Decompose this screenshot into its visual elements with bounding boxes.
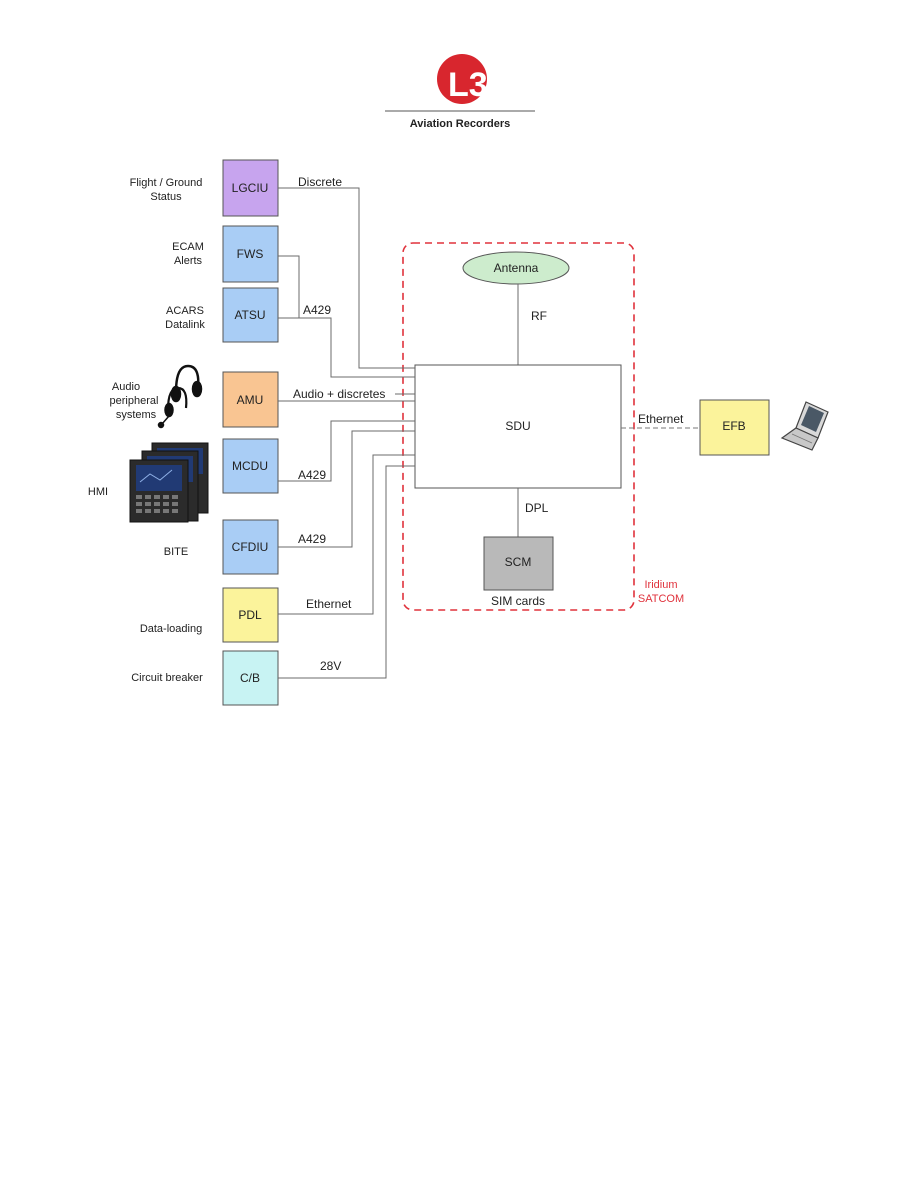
antenna-node bbox=[462, 251, 570, 285]
mcdu-display-icon bbox=[129, 442, 209, 523]
cb-label: C/B bbox=[240, 671, 260, 685]
lgciu-desc-2: Status bbox=[150, 191, 182, 203]
amu-desc-1: Audio bbox=[112, 381, 140, 393]
scm-box bbox=[483, 536, 554, 591]
atsu-link bbox=[278, 317, 415, 378]
amu-desc-3: systems bbox=[116, 409, 157, 421]
fws-desc-1: ECAM bbox=[172, 241, 204, 253]
cb-desc-1: Circuit breaker bbox=[131, 672, 203, 684]
fws-link bbox=[278, 255, 300, 318]
sdu-label: SDU bbox=[505, 419, 530, 433]
amu-box bbox=[222, 371, 279, 428]
lgciu-link bbox=[278, 187, 415, 369]
atsu-desc-1: ACARS bbox=[166, 305, 204, 317]
lgciu-label: LGCIU bbox=[232, 181, 269, 195]
amu-link-label: Audio + discretes bbox=[293, 387, 385, 401]
pdl-desc-1: Data-loading bbox=[140, 623, 202, 635]
pdl-link-label: Ethernet bbox=[306, 597, 352, 611]
atsu-label: ATSU bbox=[234, 308, 265, 322]
headset-icon bbox=[157, 364, 203, 429]
mcdu-link bbox=[278, 420, 415, 482]
amu-label: AMU bbox=[237, 393, 264, 407]
header-subtitle: Aviation Recorders bbox=[410, 118, 510, 130]
amu-desc-2: peripheral bbox=[110, 395, 159, 407]
fws-box bbox=[222, 225, 279, 283]
l3-logo: L3 bbox=[437, 54, 488, 104]
laptop-icon bbox=[780, 401, 829, 451]
pdl-link bbox=[278, 454, 415, 615]
antenna-label: Antenna bbox=[494, 261, 539, 275]
satcom-boundary bbox=[402, 242, 635, 611]
mcdu-box bbox=[222, 438, 279, 494]
pdl-box bbox=[222, 587, 279, 643]
efb-box bbox=[699, 399, 770, 456]
cb-link-label: 28V bbox=[320, 659, 341, 673]
cb-box bbox=[222, 650, 279, 706]
efb-ethernet-label: Ethernet bbox=[638, 412, 684, 426]
scm-label: SCM bbox=[505, 555, 532, 569]
mcdu-desc-1: HMI bbox=[88, 486, 108, 498]
cfdiu-link bbox=[278, 430, 415, 548]
efb-label: EFB bbox=[722, 419, 745, 433]
satcom-label-line1: Iridium bbox=[644, 579, 677, 591]
cfdiu-label: CFDIU bbox=[232, 540, 269, 554]
rf-label: RF bbox=[531, 309, 547, 323]
satcom-label-line2: SATCOM bbox=[638, 593, 684, 605]
fws-desc-2: Alerts bbox=[174, 255, 203, 267]
atsu-box bbox=[222, 287, 279, 343]
lgciu-link-label: Discrete bbox=[298, 175, 342, 189]
pdl-label: PDL bbox=[238, 608, 262, 622]
logo-text: L3 bbox=[448, 66, 488, 104]
mcdu-link-label: A429 bbox=[298, 468, 326, 482]
cb-link bbox=[278, 465, 415, 679]
atsu-desc-2: Datalink bbox=[165, 319, 205, 331]
sim-cards-label: SIM cards bbox=[491, 594, 545, 608]
atsu-link-label: A429 bbox=[303, 303, 331, 317]
sdu-box bbox=[414, 364, 622, 489]
dpl-label: DPL bbox=[525, 501, 549, 515]
fws-label: FWS bbox=[237, 247, 264, 261]
lgciu-desc-1: Flight / Ground bbox=[130, 177, 203, 189]
cfdiu-link-label: A429 bbox=[298, 532, 326, 546]
cfdiu-desc-1: BITE bbox=[164, 546, 188, 558]
cfdiu-box bbox=[222, 519, 279, 575]
mcdu-label: MCDU bbox=[232, 459, 268, 473]
